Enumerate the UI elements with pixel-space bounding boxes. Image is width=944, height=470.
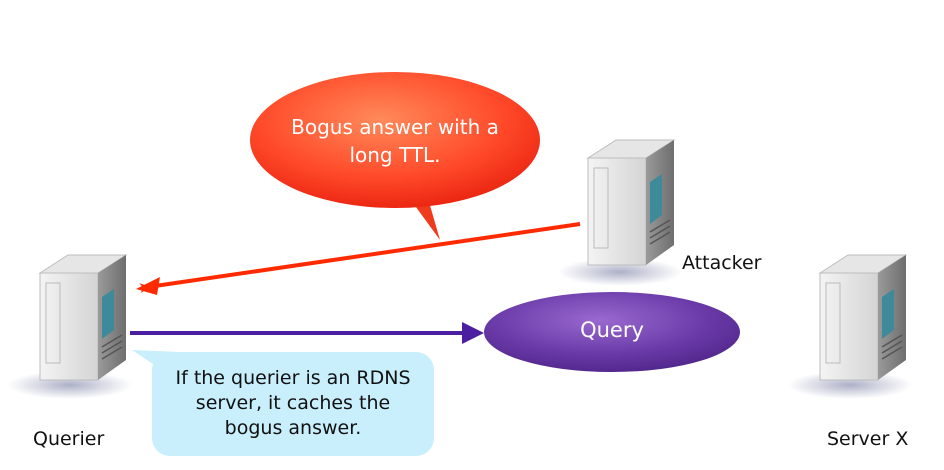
cache-note-line-2: server, it caches the — [195, 392, 391, 414]
query-label: Query — [580, 318, 644, 342]
speech-bubble-text: Bogus answer with a long TTL. — [250, 113, 540, 169]
server-x-icon — [818, 254, 908, 381]
querier-server-icon — [38, 254, 128, 381]
cache-note-line-3: bogus answer. — [224, 417, 362, 439]
query-ellipse — [484, 292, 740, 372]
querier-label: Querier — [33, 428, 105, 450]
cache-note-box — [132, 350, 434, 456]
querier-shadow — [8, 371, 132, 399]
bogus-answer-arrow — [139, 222, 581, 294]
attacker-server-icon — [586, 139, 676, 266]
speech-bubble-line-2: long TTL. — [349, 143, 441, 167]
cache-note-text: If the querier is an RDNS server, it cac… — [152, 366, 434, 441]
bogus-answer-arrowhead — [136, 277, 160, 295]
server-x-shadow — [788, 371, 912, 399]
attacker-label: Attacker — [682, 252, 762, 274]
server-x-label: Server X — [827, 428, 909, 450]
query-arrowhead — [462, 322, 484, 344]
cache-note-line-1: If the querier is an RDNS — [175, 367, 411, 389]
speech-bubble-line-1: Bogus answer with a — [291, 115, 499, 139]
bogus-answer-speech-bubble — [250, 72, 540, 240]
